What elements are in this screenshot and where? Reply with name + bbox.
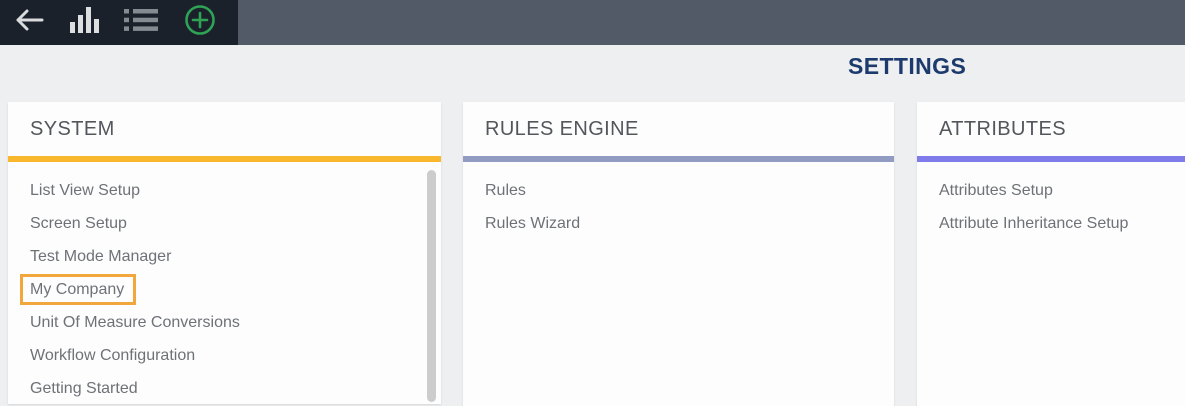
menu-item-attribute-inheritance-setup[interactable]: Attribute Inheritance Setup [939, 215, 1129, 232]
menu-item-my-company[interactable]: My Company [8, 273, 441, 306]
highlight-annotation-box: My Company [20, 274, 137, 305]
list-view-button[interactable] [110, 0, 172, 45]
menu-item-rules[interactable]: Rules [485, 182, 526, 199]
card-rules-engine-accent-bar [463, 156, 894, 162]
topbar [0, 0, 1185, 45]
menu-item-getting-started[interactable]: Getting Started [30, 380, 138, 397]
chart-button[interactable] [58, 0, 110, 45]
back-button[interactable] [0, 0, 58, 45]
card-attributes-title: ATTRIBUTES [939, 117, 1066, 140]
topbar-toolbar [0, 0, 238, 45]
scrollbar-thumb[interactable] [427, 170, 436, 402]
back-arrow-icon [13, 7, 45, 38]
menu-item-unit-of-measure-conversions[interactable]: Unit Of Measure Conversions [30, 314, 240, 331]
list-view-icon [124, 8, 158, 37]
menu-item-test-mode-manager[interactable]: Test Mode Manager [30, 248, 172, 265]
card-system-accent-bar [8, 156, 441, 162]
page-title: SETTINGS [848, 53, 967, 79]
menu-item-screen-setup[interactable]: Screen Setup [30, 215, 127, 232]
card-rules-engine-title: RULES ENGINE [485, 117, 639, 140]
menu-item-attributes-setup[interactable]: Attributes Setup [939, 182, 1053, 199]
menu-item-rules-wizard[interactable]: Rules Wizard [485, 215, 581, 232]
bar-chart-icon [68, 5, 101, 40]
card-attributes-accent-bar [917, 156, 1185, 162]
add-circle-icon [184, 4, 216, 41]
add-button[interactable] [172, 0, 228, 45]
menu-item-list-view-setup[interactable]: List View Setup [30, 182, 140, 199]
card-system-title: SYSTEM [30, 117, 115, 140]
menu-item-workflow-configuration[interactable]: Workflow Configuration [30, 347, 196, 364]
